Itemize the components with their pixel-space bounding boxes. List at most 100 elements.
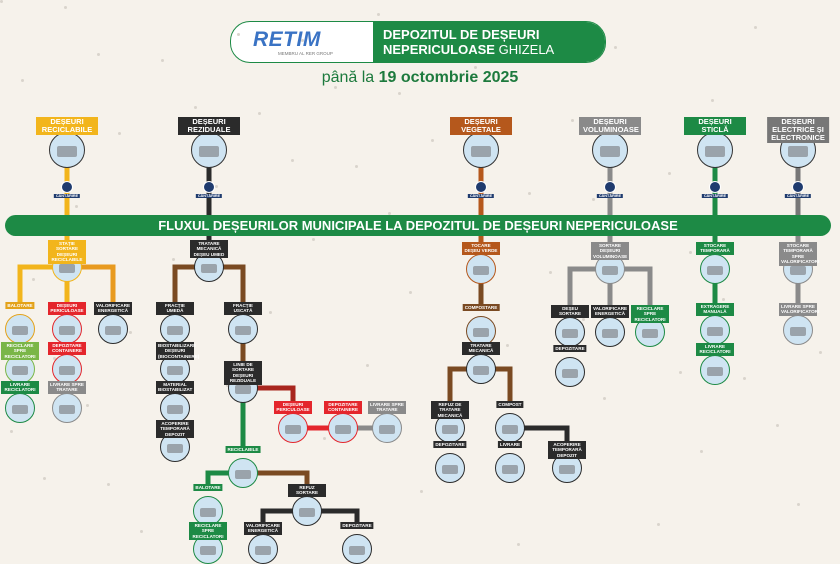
category-label: DEȘEURI STICLĂ	[684, 117, 746, 135]
process-illustration-icon	[278, 413, 308, 443]
background-dot	[776, 424, 779, 427]
process-illustration-icon	[342, 534, 372, 564]
background-dot	[668, 172, 671, 175]
background-dot	[355, 165, 358, 168]
process-illustration-icon	[328, 413, 358, 443]
background-dot	[388, 212, 391, 215]
process-illustration-icon	[495, 453, 525, 483]
process-illustration-icon	[700, 315, 730, 345]
process-step-label: LINIE DE SORTARE DEȘEURI REZIDUALE	[224, 361, 262, 385]
process-step-label: VALORIFICARE ENERGETICĂ	[244, 522, 282, 535]
background-dot	[172, 258, 175, 261]
main-flow-bar: FLUXUL DEȘEURILOR MUNICIPALE LA DEPOZITU…	[5, 215, 831, 236]
category-label: DEȘEURI RECICLABILE	[36, 117, 98, 135]
process-step-label: STAȚIE SORTARE DEȘEURI RECICLABILE	[48, 240, 86, 264]
process-illustration-icon	[466, 354, 496, 384]
background-dot	[474, 66, 477, 69]
process-step-label: RECICLARE SPRE RECICLATORI	[631, 305, 669, 324]
background-dot	[323, 437, 326, 440]
process-step-label: LIVRARE RECICLATORI	[696, 343, 734, 356]
scale-icon	[61, 181, 73, 193]
background-dot	[291, 159, 294, 162]
background-dot	[43, 477, 46, 480]
process-step-label: LIVRARE SPRE VALORIFICATORI	[779, 303, 820, 316]
process-step-label: LIVRARE SPRE TRATARE	[368, 401, 406, 414]
process-step-label: DEPOZITARE CONTAINERE	[48, 342, 86, 355]
process-illustration-icon	[700, 254, 730, 284]
process-illustration-icon	[5, 314, 35, 344]
background-dot	[679, 371, 682, 374]
truck-icon	[463, 132, 499, 168]
weighing-label: CÂNTĂRIRE	[467, 194, 495, 198]
process-step-label: DEȘEURI PERICULOASE	[48, 302, 86, 315]
process-step-label: LIVRARE	[497, 441, 523, 449]
background-dot	[86, 404, 89, 407]
subtitle-prefix: până la	[321, 69, 375, 86]
process-step-label: DEPOZITARE	[553, 345, 587, 353]
title-line-2: NEPERICULOASE GHIZELA	[383, 42, 605, 57]
process-illustration-icon	[228, 458, 258, 488]
process-illustration-icon	[52, 393, 82, 423]
page-title: DEPOZITUL DE DEȘEURI NEPERICULOASE GHIZE…	[373, 22, 605, 62]
title-light: GHIZELA	[498, 42, 555, 57]
process-step-label: DEPOZITARE	[433, 441, 467, 449]
process-illustration-icon	[783, 315, 813, 345]
process-illustration-icon	[700, 355, 730, 385]
truck-icon	[191, 132, 227, 168]
process-step-label: BALOTARE	[5, 302, 35, 310]
title-bold: NEPERICULOASE	[383, 42, 495, 57]
flow-connector	[17, 264, 67, 302]
flow-connector	[510, 425, 570, 441]
logo-text: RETIM	[253, 28, 321, 51]
background-dot	[237, 33, 240, 36]
background-dot	[32, 278, 35, 281]
background-dot	[64, 6, 67, 9]
process-illustration-icon	[160, 314, 190, 344]
background-dot	[258, 112, 261, 115]
process-illustration-icon	[466, 316, 496, 346]
process-step-label: STOCARE TEMPORARĂ SPRE VALORIFICATORI	[779, 242, 820, 266]
weighing-label: CÂNTĂRIRE	[784, 194, 812, 198]
scale-icon	[203, 181, 215, 193]
process-illustration-icon	[52, 354, 82, 384]
process-step-label: RECICLARE SPRE RECICLATORI	[1, 342, 39, 361]
weighing-label: CÂNTĂRIRE	[596, 194, 624, 198]
process-step-label: TRATARE MECANICĂ DEȘEU UMED	[190, 240, 228, 259]
flow-connector	[67, 264, 116, 302]
background-dot	[689, 251, 692, 254]
background-dot	[517, 543, 520, 546]
process-step-label: EXTRAGERE MANUALĂ	[696, 303, 734, 316]
weighing-label: CÂNTĂRIRE	[701, 194, 729, 198]
flow-connector	[243, 470, 310, 484]
background-dot	[334, 86, 337, 89]
process-step-label: BALOTARE	[193, 484, 223, 492]
background-dot	[21, 79, 24, 82]
background-dot	[506, 344, 509, 347]
background-dot	[722, 298, 725, 301]
process-step-label: FRACȚIE UMEDĂ	[156, 302, 194, 315]
background-dot	[161, 59, 164, 62]
background-dot	[75, 205, 78, 208]
scale-icon	[475, 181, 487, 193]
process-illustration-icon	[5, 393, 35, 423]
flow-connector	[243, 385, 296, 401]
scale-icon	[604, 181, 616, 193]
background-dot	[97, 53, 100, 56]
process-illustration-icon	[555, 357, 585, 387]
header-banner: RETIM MEMBRU AL RER GROUP DEPOZITUL DE D…	[230, 21, 606, 63]
process-step-label: LIVRARE RECICLATORI	[1, 381, 39, 394]
background-dot	[409, 291, 412, 294]
category-label: DEȘEURI VEGETALE	[450, 117, 512, 135]
process-illustration-icon	[466, 254, 496, 284]
background-dot	[366, 364, 369, 367]
background-dot	[107, 483, 110, 486]
background-dot	[194, 106, 197, 109]
background-dot	[582, 318, 585, 321]
process-step-label: REFUZ SORTARE	[288, 484, 326, 497]
process-step-label: DEPOZITARE	[340, 522, 374, 530]
background-dot	[819, 351, 822, 354]
background-dot	[226, 384, 229, 387]
process-step-label: RECICLABILE	[225, 446, 261, 454]
scale-icon	[709, 181, 721, 193]
background-dot	[118, 132, 121, 135]
